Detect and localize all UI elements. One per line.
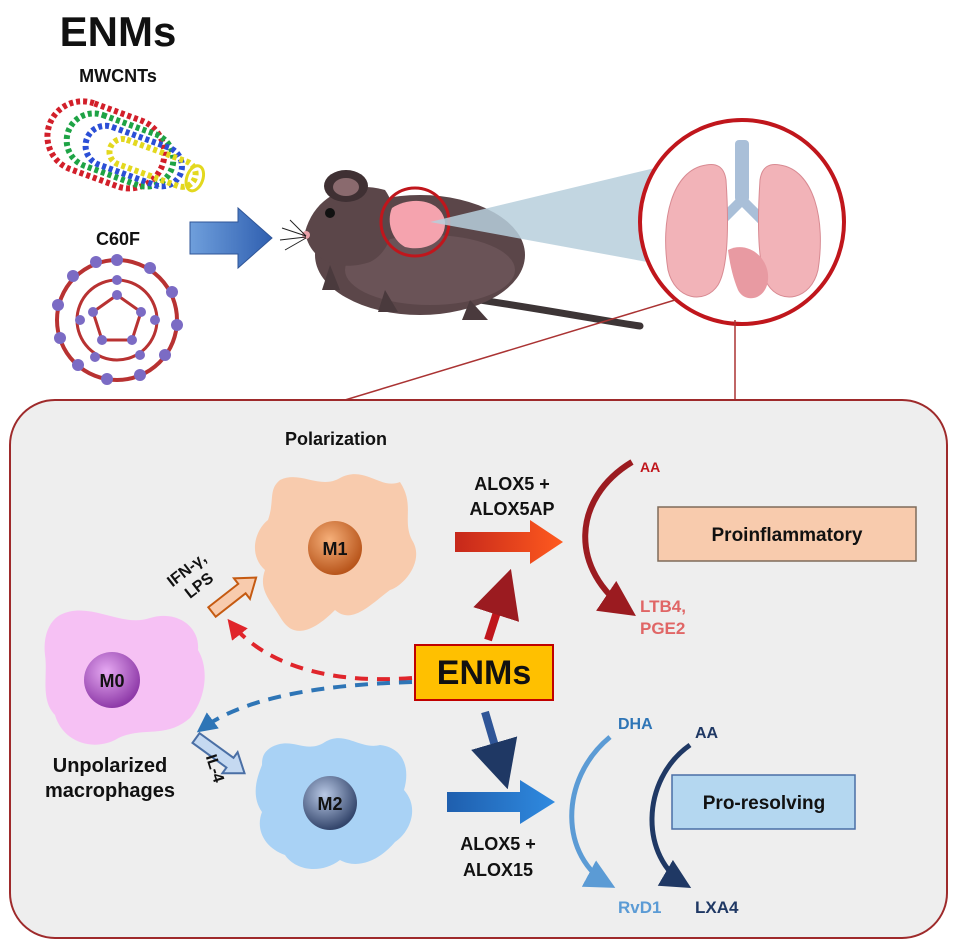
proinflammatory-product-line2: PGE2 [640,619,685,638]
proinflammatory-box [657,506,917,562]
m2-label: M2 [317,794,342,814]
mwcnt-illustration [44,98,206,193]
lung-inset [638,118,846,326]
enms-center-label: ENMs [437,654,531,692]
m1-nucleus [308,521,362,575]
m0-nucleus [84,652,140,708]
m1-stimulus-arrow [206,576,258,619]
enms-center-box [414,644,554,701]
proresolving-substrate-1: DHA [618,716,653,733]
proresolving-box-label: Pro-resolving [703,793,825,814]
m2-enzyme-arrow [447,780,555,824]
proresolving-conversion-arrow-1 [569,735,616,888]
proresolving-conversion-arrow-2 [649,742,692,889]
m2-stimulus-arrow [191,731,246,775]
m2-nucleus [303,776,357,830]
m1-enzyme-line1: ALOX5 + [474,474,550,494]
enms-to-m1-dashed-arrow [227,618,413,682]
m1-enzyme-line2: ALOX5AP [469,499,554,519]
zoom-beam [430,168,680,268]
proresolving-box [671,774,856,830]
m1-label: M1 [322,539,347,559]
enms-up-arrow [473,568,520,642]
c60-fullerene-illustration [52,254,183,385]
proinflammatory-box-label: Proinflammatory [712,525,863,546]
enms-to-m2-dashed-arrow [196,680,413,733]
zoom-connector-left [344,299,676,401]
exposure-arrow [189,206,273,270]
mwcnts-label: MWCNTs [79,66,157,86]
enms-down-arrow [471,710,518,790]
proinflammatory-product-line1: LTB4, [640,597,686,616]
m1-enzyme-arrow [455,520,563,564]
m0-label: M0 [99,671,124,691]
m2-enzyme-line1: ALOX5 + [460,834,536,854]
unpolarized-label-line2: macrophages [45,780,175,802]
c60f-label: C60F [96,229,140,249]
polarization-label: Polarization [285,429,387,449]
proresolving-product-1: RvD1 [618,898,661,917]
proinflammatory-conversion-arrow [582,459,636,617]
unpolarized-label-line1: Unpolarized [53,755,167,777]
proresolving-substrate-2: AA [695,725,719,742]
proinflammatory-substrate: AA [640,459,660,475]
proresolving-product-2: LXA4 [695,898,739,917]
diagram-title: ENMs [60,8,177,55]
m2-enzyme-line2: ALOX15 [463,860,533,880]
